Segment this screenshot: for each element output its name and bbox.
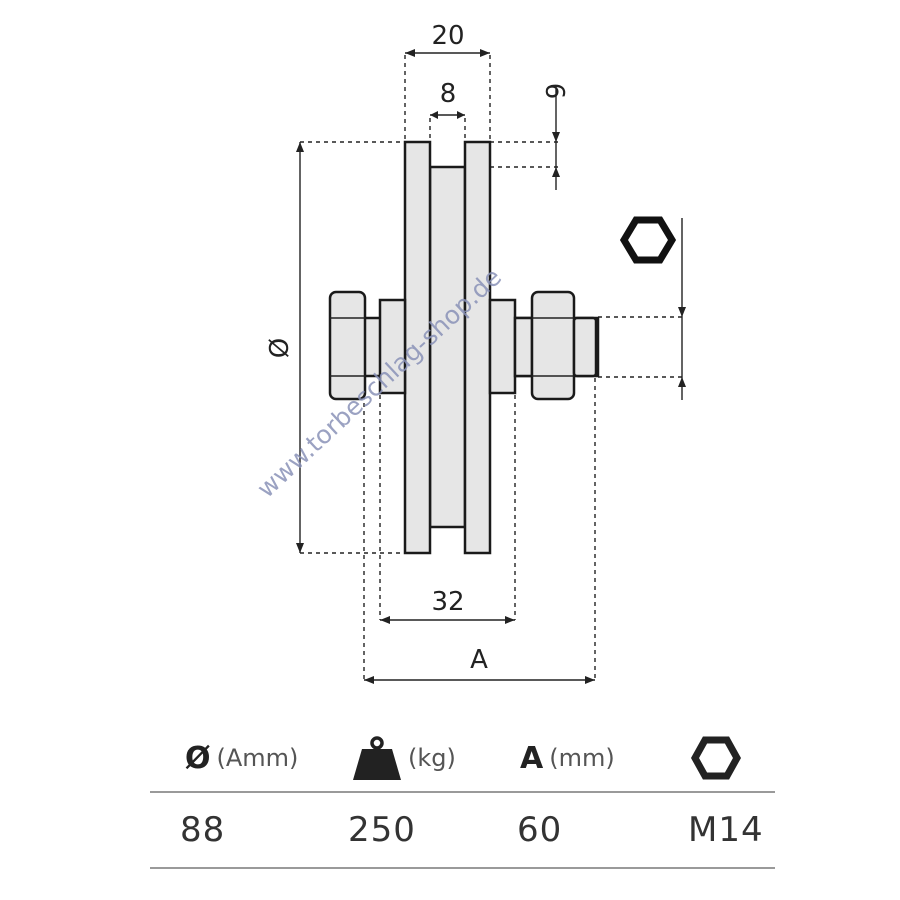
wheel-technical-drawing: 20 8 6 Ø 32 A www.torbeschlag-shop.de (251, 21, 686, 684)
header-load: (kg) (352, 725, 456, 791)
hex-nut (530, 290, 576, 401)
dim-groove-width: 8 (440, 79, 457, 109)
weight-icon (353, 736, 401, 780)
extension-lines (300, 55, 685, 680)
spacer-left (378, 298, 407, 395)
value-diameter: 88 (180, 810, 226, 850)
wheel-assembly (328, 140, 600, 555)
spec-table: Ø (Amm) (kg) A (mm) 88 250 60 M14 (150, 725, 775, 875)
header-diameter: Ø (Amm) (185, 725, 298, 791)
diameter-unit: (Amm) (216, 744, 299, 772)
wheel-groove (428, 165, 467, 529)
dimension-lines (296, 49, 686, 684)
value-load: 250 (348, 810, 416, 850)
length-unit: (mm) (549, 744, 615, 772)
header-thread (690, 725, 742, 791)
dim-flange-height: 6 (539, 83, 569, 100)
spacer-right (488, 298, 517, 395)
load-unit: (kg) (408, 744, 456, 772)
hex-nut-icon (690, 736, 742, 780)
dim-outer-width: 20 (431, 21, 464, 51)
spec-table-header: Ø (Amm) (kg) A (mm) (150, 725, 775, 791)
table-divider-top (150, 791, 775, 793)
length-symbol: A (520, 740, 544, 776)
value-length: 60 (517, 810, 563, 850)
washer-right (513, 316, 534, 378)
dim-hub-width: 32 (431, 587, 464, 617)
value-thread: M14 (688, 810, 764, 850)
diameter-symbol: Ø (185, 740, 211, 776)
bolt-head (328, 290, 367, 401)
bolt-end (572, 316, 598, 378)
hex-nut-icon (619, 216, 677, 264)
wheel-flange-right (463, 140, 492, 555)
table-divider-bottom (150, 867, 775, 869)
dim-overall-length: A (470, 645, 488, 675)
header-length: A (mm) (520, 725, 615, 791)
wheel-flange-left (403, 140, 432, 555)
dim-diameter: Ø (265, 338, 295, 358)
